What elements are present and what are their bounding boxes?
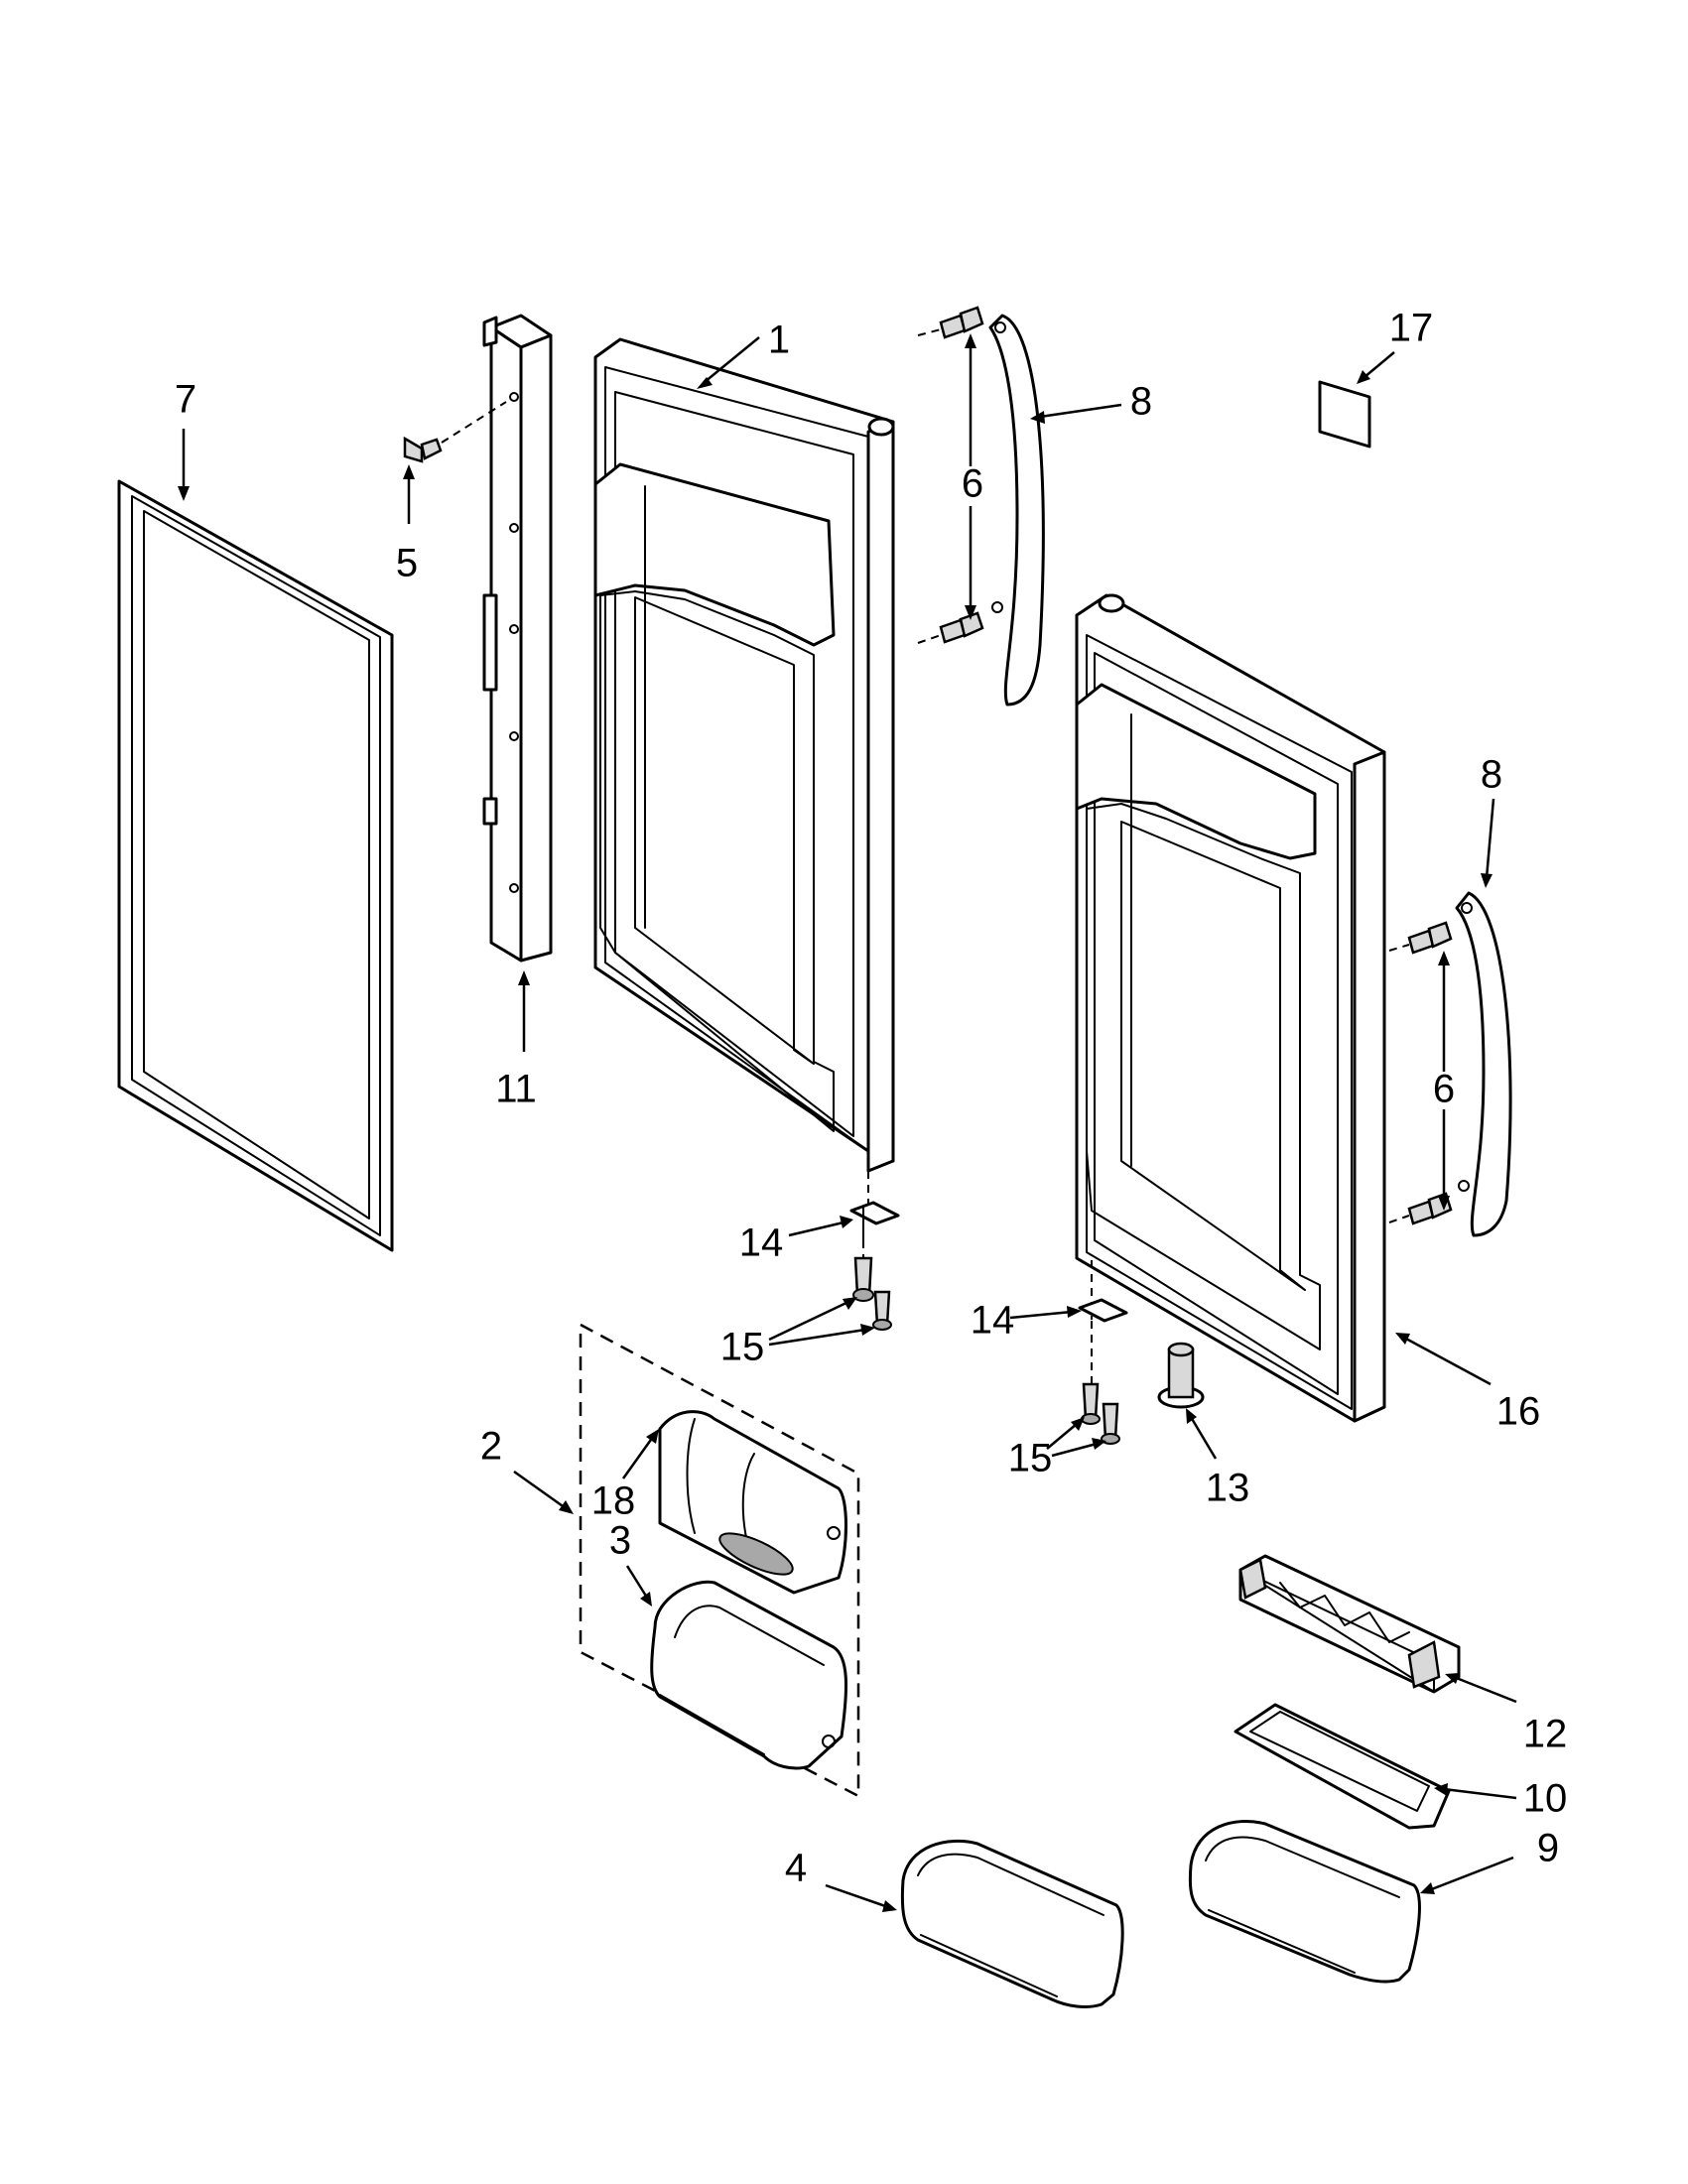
callout-3: 3 bbox=[609, 1519, 631, 1563]
callout-7: 7 bbox=[175, 378, 196, 422]
callout-6-right: 6 bbox=[1433, 1068, 1455, 1111]
callout-14-left: 14 bbox=[739, 1221, 784, 1265]
leader-lines bbox=[178, 333, 1517, 1912]
callout-9: 9 bbox=[1537, 1827, 1559, 1870]
callout-8-top: 8 bbox=[1130, 380, 1152, 424]
door-stiffener-bar-icon[interactable] bbox=[482, 314, 553, 963]
callout-17: 17 bbox=[1389, 307, 1434, 350]
bin-cover-icon[interactable] bbox=[1234, 1703, 1451, 1830]
callout-11: 11 bbox=[495, 1068, 537, 1111]
callout-13: 13 bbox=[1206, 1467, 1250, 1510]
callout-1: 1 bbox=[768, 319, 790, 362]
handle-screw-icon[interactable] bbox=[917, 306, 984, 644]
callout-labels: 1 2 3 4 5 6 7 8 9 10 11 12 13 14 14 15 1… bbox=[175, 307, 1567, 1890]
refrigerator-door-right-icon[interactable] bbox=[1075, 593, 1386, 1423]
refrigerator-door-left-icon[interactable] bbox=[593, 337, 895, 1220]
egg-tray-icon[interactable] bbox=[1238, 1554, 1461, 1694]
callout-15-left: 15 bbox=[720, 1326, 765, 1369]
callout-14-right: 14 bbox=[971, 1299, 1015, 1343]
callout-6-top: 6 bbox=[962, 462, 983, 506]
screw-icon[interactable] bbox=[852, 1256, 892, 1331]
callout-10: 10 bbox=[1523, 1777, 1568, 1821]
callout-5: 5 bbox=[396, 542, 418, 585]
screw-icon[interactable] bbox=[403, 401, 507, 463]
screw-icon[interactable] bbox=[1081, 1382, 1120, 1445]
callout-18: 18 bbox=[591, 1479, 636, 1523]
door-bin-icon[interactable] bbox=[650, 1580, 848, 1770]
callout-2: 2 bbox=[480, 1425, 502, 1469]
door-hinge-bracket-icon[interactable] bbox=[1078, 1298, 1128, 1384]
dispenser-assembly-icon[interactable] bbox=[579, 1322, 860, 1799]
door-gasket-icon[interactable] bbox=[117, 479, 394, 1252]
callout-4: 4 bbox=[785, 1847, 807, 1890]
door-hinge-bracket-icon[interactable] bbox=[849, 1201, 900, 1258]
callout-12: 12 bbox=[1523, 1713, 1568, 1756]
dispenser-cover-icon[interactable] bbox=[658, 1410, 847, 1595]
door-handle-icon[interactable] bbox=[988, 314, 1045, 707]
callout-15-right: 15 bbox=[1008, 1437, 1053, 1480]
door-shelf-bin-icon[interactable] bbox=[900, 1839, 1124, 2008]
callout-16: 16 bbox=[1496, 1390, 1541, 1434]
door-stop-icon[interactable] bbox=[1157, 1342, 1205, 1409]
door-shelf-bin-icon[interactable] bbox=[1188, 1819, 1421, 1984]
label-icon[interactable] bbox=[1318, 380, 1371, 449]
callout-8-right: 8 bbox=[1481, 753, 1502, 797]
door-handle-icon[interactable] bbox=[1455, 891, 1512, 1237]
